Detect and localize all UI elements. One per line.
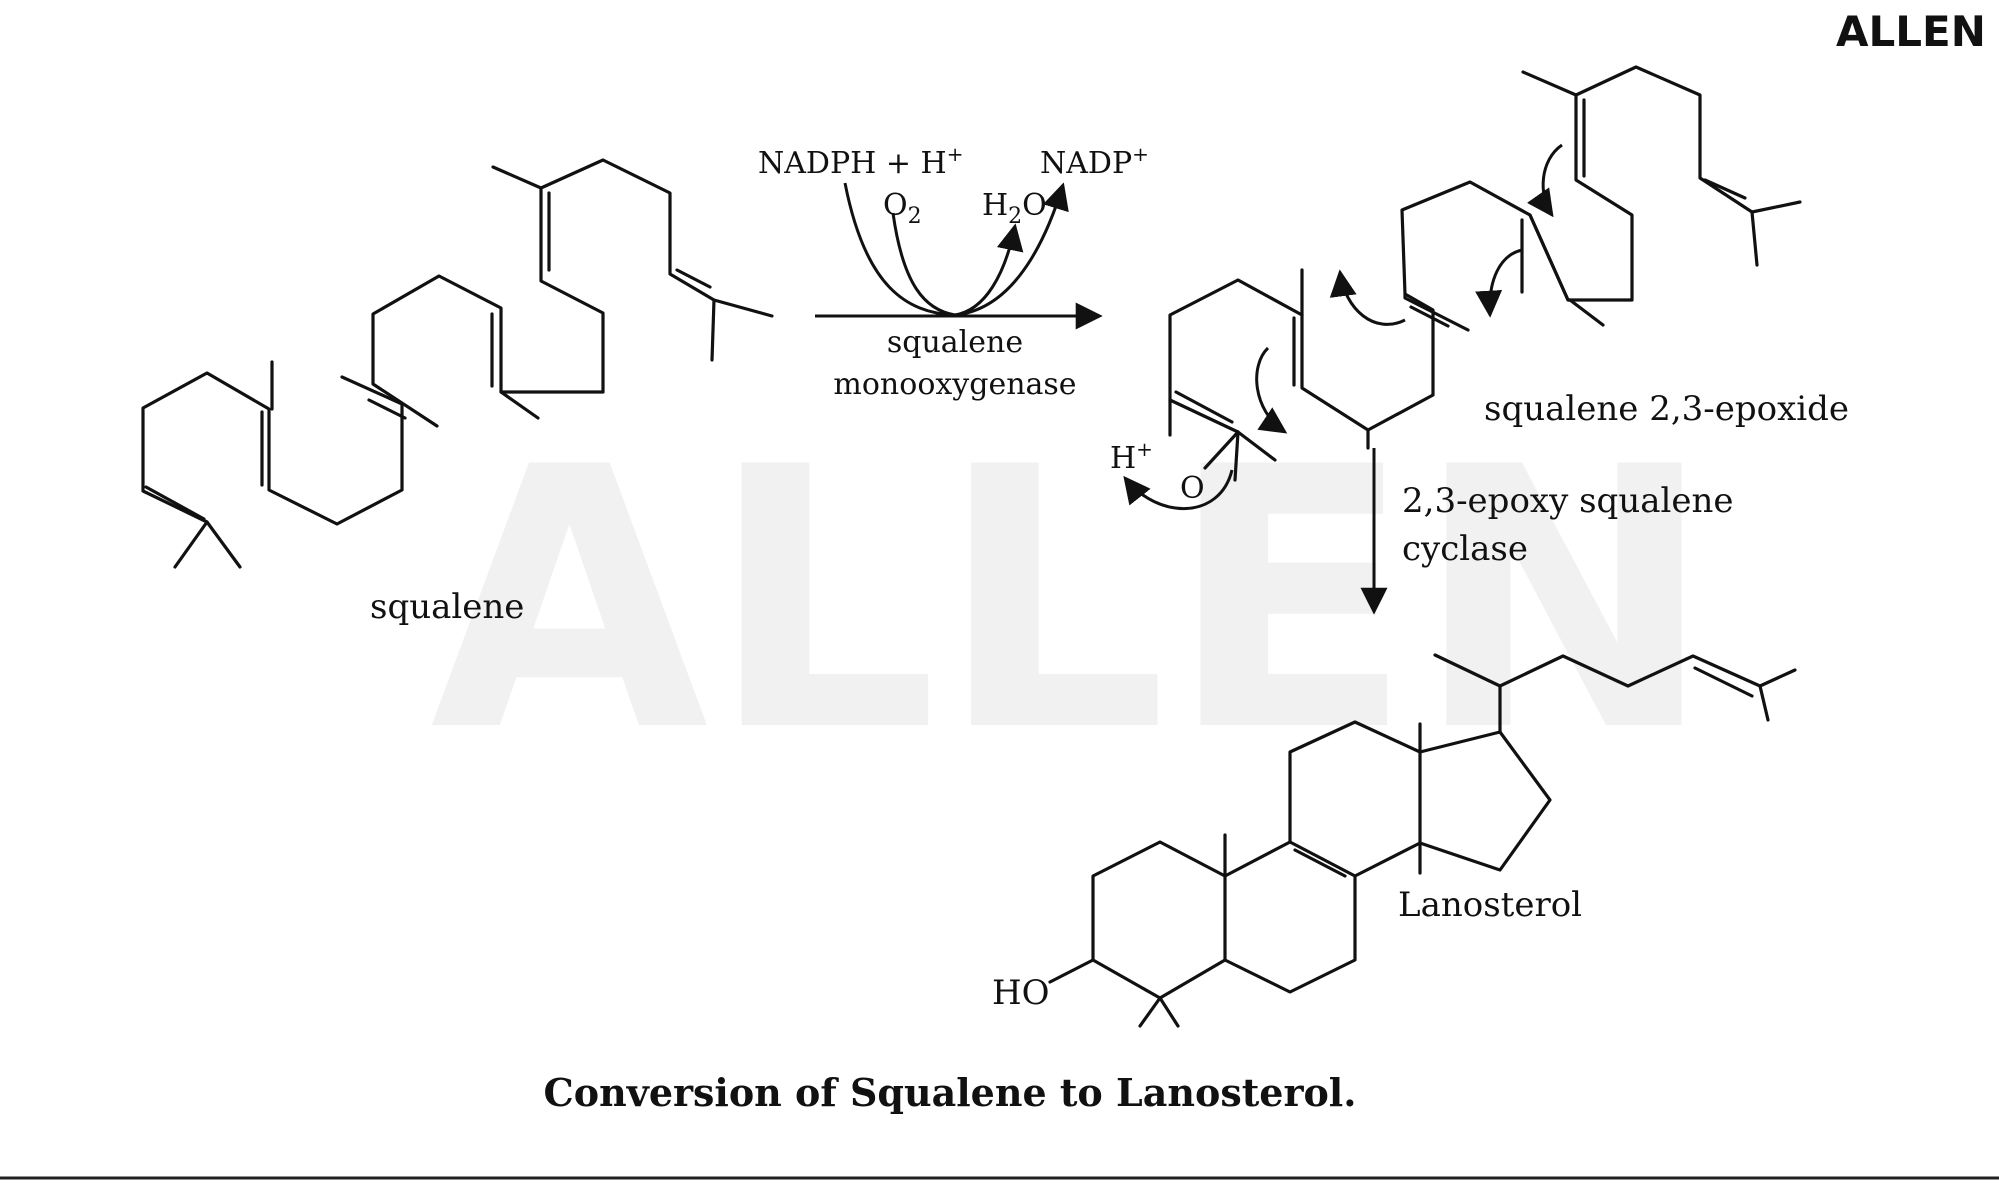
epoxide-structure — [1168, 65, 1802, 482]
epoxide-label: squalene 2,3-epoxide — [1484, 389, 1849, 429]
electron-push-arrows — [1123, 143, 1563, 511]
oxygen-label: O2 — [883, 188, 922, 229]
hydroxyl-label: HO — [992, 973, 1050, 1013]
cyclase-enzyme-line1: 2,3-epoxy squalene — [1402, 481, 1734, 521]
lanosterol-structure — [1048, 653, 1797, 1028]
monooxygenase-enzyme-line1: squalene — [887, 325, 1023, 360]
squalene-label: squalene — [370, 587, 524, 627]
epoxide-oxygen: O — [1180, 471, 1205, 506]
nadp-label: NADP+ — [1040, 142, 1149, 181]
monooxygenase-enzyme-line2: monooxygenase — [833, 367, 1076, 402]
water-label: H2O — [982, 188, 1047, 229]
figure-caption: Conversion of Squalene to Lanosterol. — [544, 1070, 1357, 1115]
brand-logo: ALLEN — [1836, 7, 1986, 56]
watermark-text: ALLEN — [430, 391, 1715, 810]
nadph-label: NADPH + H+ — [758, 142, 963, 181]
squalene-structure — [141, 158, 774, 569]
cyclase-enzyme-line2: cyclase — [1402, 529, 1528, 569]
lanosterol-label: Lanosterol — [1398, 885, 1582, 925]
proton-label: H+ — [1110, 437, 1153, 476]
monooxygenase-arrow — [815, 182, 1103, 330]
